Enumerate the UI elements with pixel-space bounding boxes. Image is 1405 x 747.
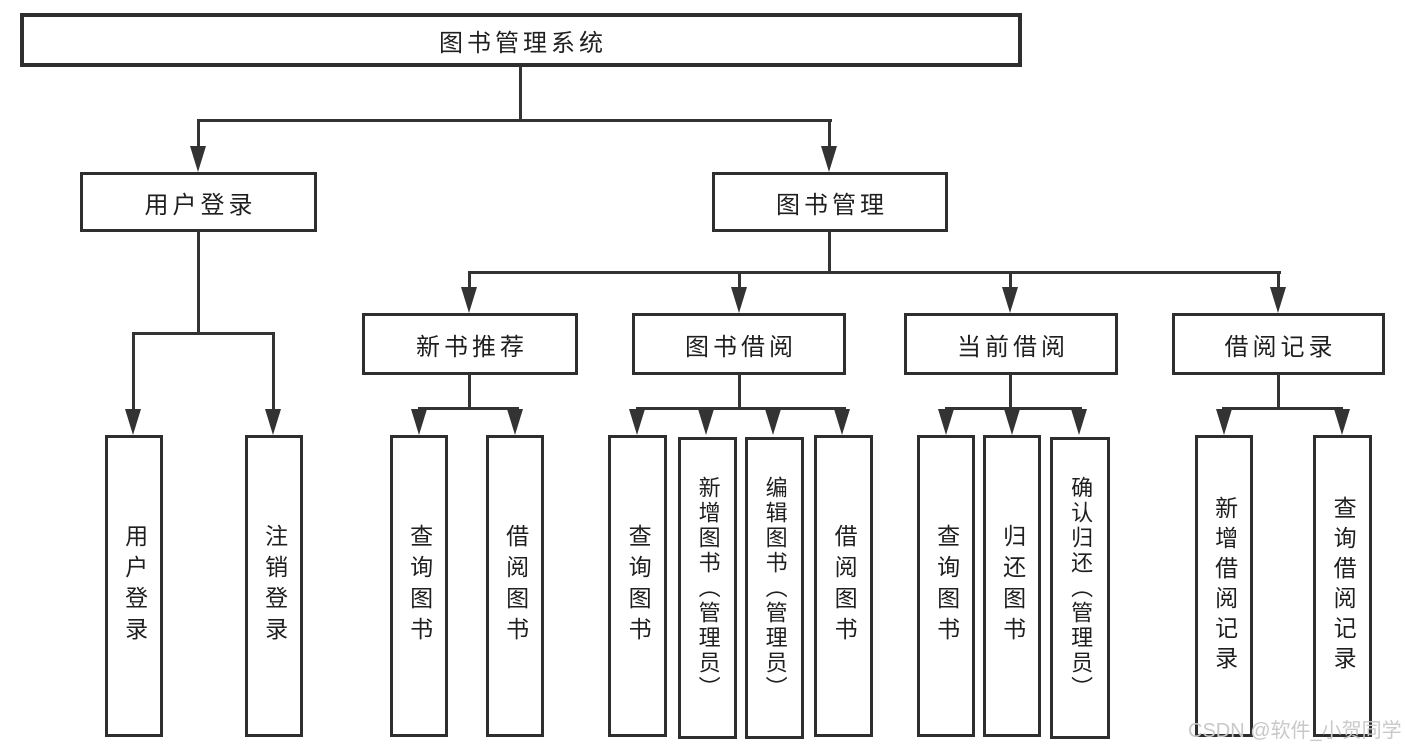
node-leaf-add-book-admin-label: 新增图书（管理员） xyxy=(695,475,721,701)
node-leaf-return-book: 归还图书 xyxy=(983,435,1041,737)
arrowhead-down-icon xyxy=(1334,409,1350,435)
connector-records-stem xyxy=(1277,374,1280,410)
node-leaf-return-book-label: 归还图书 xyxy=(999,524,1026,648)
node-leaf-query-borrow-record-label: 查询借阅记录 xyxy=(1330,496,1357,676)
node-book-borrow-label: 图书借阅 xyxy=(685,333,797,361)
arrowhead-down-icon xyxy=(1071,409,1087,435)
connector-root-stem xyxy=(519,66,522,122)
node-book-management: 图书管理 xyxy=(712,172,948,232)
connector-branch-leaf xyxy=(272,332,275,412)
node-leaf-user-login: 用户登录 xyxy=(105,435,163,737)
connector-borrow-stem xyxy=(738,374,741,410)
node-leaf-borrow-books-recommend-label: 借阅图书 xyxy=(502,524,529,648)
arrowhead-down-icon xyxy=(765,409,781,435)
connector-recommend-stem xyxy=(468,374,471,410)
node-leaf-edit-book-admin: 编辑图书（管理员） xyxy=(745,437,804,739)
connector-branch-leaf xyxy=(132,332,135,412)
node-borrow-records: 借阅记录 xyxy=(1172,313,1385,375)
node-leaf-logout-login: 注销登录 xyxy=(245,435,303,737)
node-root: 图书管理系统 xyxy=(20,13,1022,67)
node-leaf-add-borrow-record-label: 新增借阅记录 xyxy=(1211,496,1238,676)
node-leaf-query-borrow-record: 查询借阅记录 xyxy=(1313,435,1372,737)
node-new-book-recommend-label: 新书推荐 xyxy=(416,333,528,361)
arrowhead-down-icon xyxy=(698,409,714,435)
csdn-watermark: CSDN @软件_小贺同学 xyxy=(1188,720,1402,742)
node-leaf-query-books-borrow-label: 查询图书 xyxy=(625,524,652,648)
arrowhead-down-icon xyxy=(629,409,645,435)
node-borrow-records-label: 借阅记录 xyxy=(1224,333,1337,361)
arrowhead-down-icon xyxy=(190,146,206,172)
arrowhead-down-icon xyxy=(1216,409,1232,435)
connector-current-stem xyxy=(1009,374,1012,410)
connector-branch-records xyxy=(1277,271,1280,291)
arrowhead-down-icon xyxy=(834,409,850,435)
arrowhead-down-icon xyxy=(265,409,281,435)
connector-branch-user-login xyxy=(197,119,200,151)
connector-branch-book-mgmt xyxy=(828,119,831,151)
arrowhead-down-icon xyxy=(821,146,837,172)
node-leaf-query-books-recommend-label: 查询图书 xyxy=(406,524,433,648)
node-book-borrow: 图书借阅 xyxy=(632,313,846,375)
node-leaf-edit-book-admin-label: 编辑图书（管理员） xyxy=(762,475,788,701)
node-leaf-add-borrow-record: 新增借阅记录 xyxy=(1195,435,1253,737)
arrowhead-down-icon xyxy=(411,409,427,435)
connector-current-bus xyxy=(945,407,1082,410)
node-leaf-query-books-recommend: 查询图书 xyxy=(390,435,448,737)
node-leaf-borrow-books-label: 借阅图书 xyxy=(831,524,858,648)
node-leaf-query-books-borrow: 查询图书 xyxy=(608,435,667,737)
connector-branch-current xyxy=(1009,271,1012,291)
connector-book-mgmt-bus xyxy=(468,271,1281,274)
node-user-login: 用户登录 xyxy=(80,172,317,232)
node-leaf-confirm-return-admin: 确认归还（管理员） xyxy=(1050,437,1110,739)
node-current-borrow-label: 当前借阅 xyxy=(957,333,1069,361)
connector-borrow-bus xyxy=(636,407,846,410)
arrowhead-down-icon xyxy=(938,409,954,435)
node-book-management-label: 图书管理 xyxy=(776,191,888,219)
node-leaf-confirm-return-admin-label: 确认归还（管理员） xyxy=(1068,475,1094,701)
node-leaf-borrow-books-recommend: 借阅图书 xyxy=(486,435,544,737)
arrowhead-down-icon xyxy=(461,287,477,313)
arrowhead-down-icon xyxy=(1270,287,1286,313)
node-root-label: 图书管理系统 xyxy=(439,29,607,57)
connector-book-mgmt-stem xyxy=(828,231,831,274)
node-leaf-borrow-books: 借阅图书 xyxy=(814,435,873,737)
node-leaf-query-books-current-label: 查询图书 xyxy=(933,524,960,648)
arrowhead-down-icon xyxy=(1002,287,1018,313)
connector-user-login-bus xyxy=(132,332,275,335)
node-leaf-logout-login-label: 注销登录 xyxy=(261,524,288,648)
node-user-login-label: 用户登录 xyxy=(144,191,257,219)
node-current-borrow: 当前借阅 xyxy=(904,313,1118,375)
arrowhead-down-icon xyxy=(125,409,141,435)
connector-root-bus xyxy=(197,119,832,122)
connector-recommend-bus xyxy=(418,407,519,410)
node-leaf-query-books-current: 查询图书 xyxy=(917,435,975,737)
connector-branch-recommend xyxy=(468,271,471,291)
connector-records-bus xyxy=(1222,407,1343,410)
connector-user-login-stem xyxy=(197,231,200,334)
node-leaf-user-login-label: 用户登录 xyxy=(121,524,148,648)
arrowhead-down-icon xyxy=(1004,409,1020,435)
connector-branch-borrow xyxy=(738,271,741,291)
arrowhead-down-icon xyxy=(507,409,523,435)
node-leaf-add-book-admin: 新增图书（管理员） xyxy=(678,437,737,739)
node-new-book-recommend: 新书推荐 xyxy=(362,313,578,375)
arrowhead-down-icon xyxy=(731,287,747,313)
